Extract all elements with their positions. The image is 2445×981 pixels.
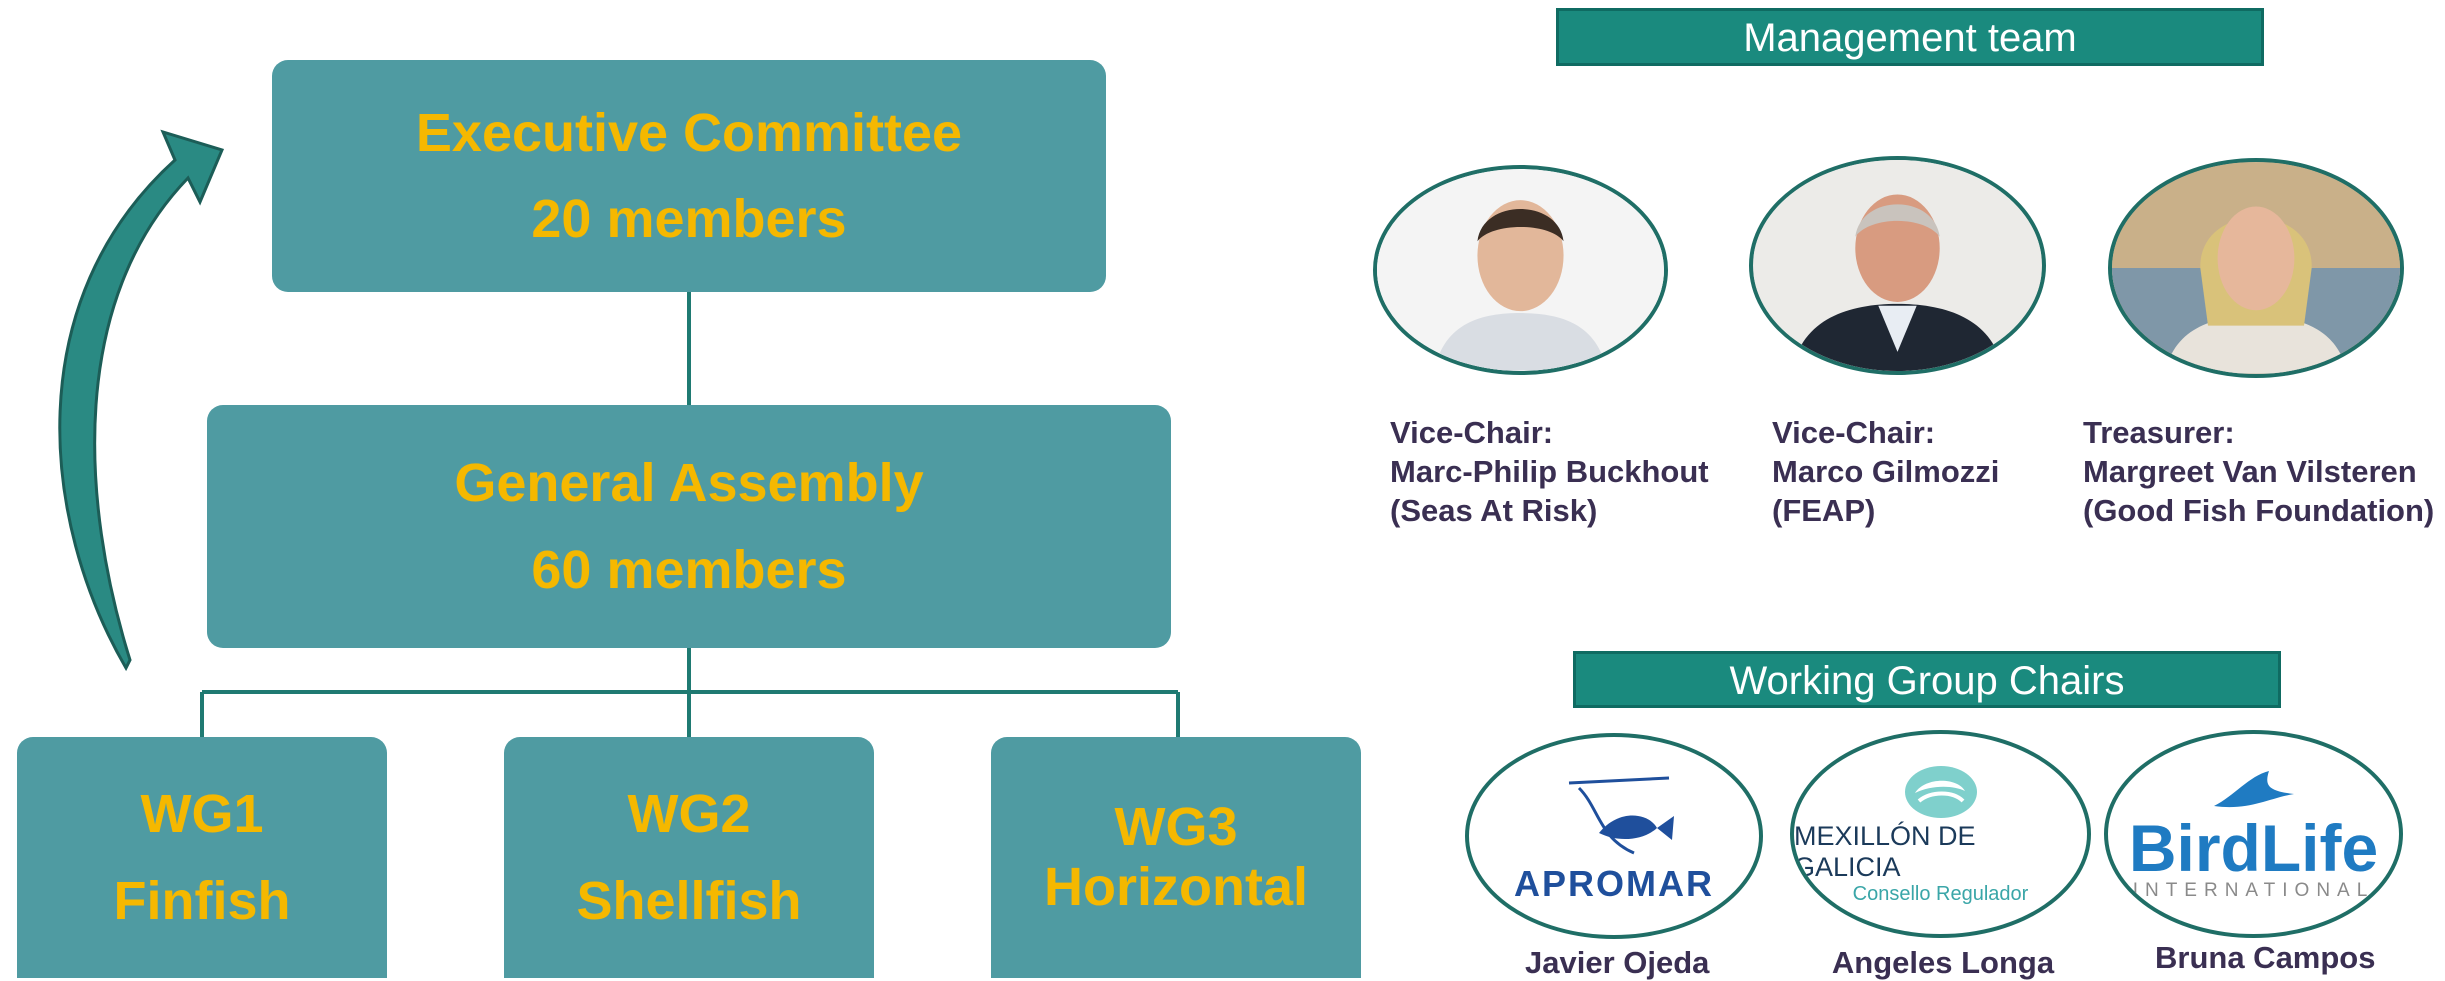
executive-committee-title: Executive Committee bbox=[415, 102, 963, 163]
member-role: Vice-Chair: bbox=[1772, 415, 1936, 450]
member-org: (Good Fish Foundation) bbox=[2083, 493, 2435, 528]
member-role: Treasurer: bbox=[2083, 415, 2235, 450]
wg2-box: WG2 Shellfish bbox=[504, 737, 874, 978]
portrait-margreet-van-vilsteren bbox=[2108, 158, 2404, 378]
person-silhouette-icon bbox=[1753, 160, 2042, 371]
member-name: Margreet Van Vilsteren bbox=[2083, 454, 2417, 489]
wg3-code: WG3 bbox=[1114, 797, 1238, 858]
wg-chair-name: Javier Ojeda bbox=[1525, 945, 1710, 980]
mussel-icon bbox=[1904, 765, 1977, 818]
general-assembly-box: General Assembly 60 members bbox=[207, 405, 1171, 648]
person-silhouette-icon bbox=[2112, 162, 2400, 374]
member-org: (Seas At Risk) bbox=[1390, 493, 1598, 528]
working-group-chairs-banner: Working Group Chairs bbox=[1573, 651, 2281, 708]
wg1-name: Finfish bbox=[113, 870, 291, 931]
management-member: Vice-Chair: Marco Gilmozzi (FEAP) bbox=[1772, 413, 1999, 530]
general-assembly-title: General Assembly bbox=[454, 453, 924, 514]
mexillon-logo-text: MEXILLÓN DE GALICIA bbox=[1794, 820, 1976, 882]
wg2-name: Shellfish bbox=[576, 870, 802, 931]
management-member: Treasurer: Margreet Van Vilsteren (Good … bbox=[2083, 413, 2434, 530]
birdlife-logo: BirdLife INTERNATIONAL bbox=[2104, 730, 2403, 938]
wg1-code: WG1 bbox=[140, 784, 264, 845]
management-member: Vice-Chair: Marc-Philip Buckhout (Seas A… bbox=[1390, 413, 1709, 530]
wg3-box: WG3 Horizontal bbox=[991, 737, 1361, 978]
feedback-arrow-icon bbox=[58, 129, 225, 672]
member-role: Vice-Chair: bbox=[1390, 415, 1554, 450]
member-org: (FEAP) bbox=[1772, 493, 1876, 528]
bird-icon bbox=[2213, 771, 2294, 808]
birdlife-logo-text: BirdLife bbox=[2128, 811, 2379, 885]
wg2-code: WG2 bbox=[627, 784, 751, 845]
member-name: Marco Gilmozzi bbox=[1772, 454, 2000, 489]
portrait-marco-gilmozzi bbox=[1749, 156, 2046, 375]
portrait-marc-philip-buckhout bbox=[1373, 165, 1668, 375]
fish-icon bbox=[1568, 776, 1674, 854]
executive-committee-count: 20 members bbox=[531, 189, 847, 249]
apromar-logo: APROMAR bbox=[1465, 733, 1763, 939]
apromar-logo-text: APROMAR bbox=[1514, 862, 1714, 904]
executive-committee-box: Executive Committee 20 members bbox=[272, 60, 1106, 292]
birdlife-logo-subtext: INTERNATIONAL bbox=[2132, 880, 2375, 901]
wg3-name: Horizontal bbox=[1044, 856, 1308, 917]
wg-chair-name: Bruna Campos bbox=[2155, 940, 2376, 975]
person-silhouette-icon bbox=[1377, 169, 1664, 371]
mexillon-de-galicia-logo: MEXILLÓN DE GALICIA Consello Regulador bbox=[1790, 730, 2091, 938]
wg1-box: WG1 Finfish bbox=[17, 737, 387, 978]
general-assembly-count: 60 members bbox=[531, 539, 847, 600]
management-team-banner: Management team bbox=[1556, 8, 2264, 66]
member-name: Marc-Philip Buckhout bbox=[1390, 454, 1709, 489]
mexillon-logo-subtext: Consello Regulador bbox=[1852, 882, 2029, 905]
wg-chair-name: Angeles Longa bbox=[1831, 945, 2055, 980]
